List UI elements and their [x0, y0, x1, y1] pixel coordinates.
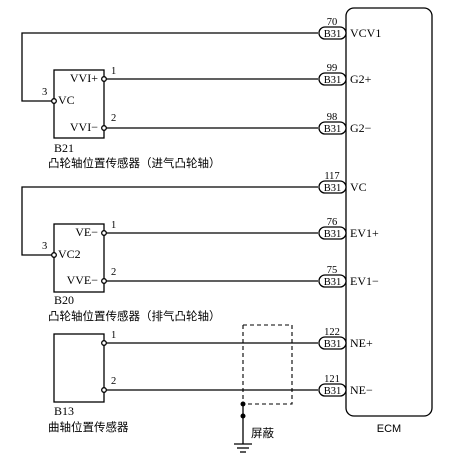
b20-terminal-2-dot	[101, 278, 107, 284]
ecm-pin-ne-plus: 122 B31 NE+	[318, 327, 373, 350]
ecm-pin-vc: 117 B31 VC	[318, 171, 367, 194]
b21-id: B21	[54, 141, 74, 155]
b20-terminal-1-dot	[101, 230, 107, 236]
ecm-pin-ev1-minus: 75 B31 EV1−	[318, 265, 379, 288]
connector-label: B31	[324, 29, 342, 40]
pin-name: NE−	[350, 383, 373, 397]
b21-pin-2: 2	[111, 113, 116, 124]
connector-oval	[318, 26, 347, 40]
connector-oval	[318, 226, 347, 240]
pin-name: VCV1	[350, 26, 381, 40]
ecm-pin-ne-minus: 121 B31 NE−	[318, 374, 373, 397]
b13-terminal-1-dot	[101, 340, 107, 346]
b20-pin-1: 1	[111, 220, 116, 231]
b13-description: 曲轴位置传感器	[48, 420, 129, 434]
b21-terminal-3-name: VC	[58, 93, 75, 107]
pin-name: G2+	[350, 72, 372, 86]
b20-id: B20	[54, 293, 74, 307]
b13-id: B13	[54, 404, 74, 418]
b21-description: 凸轮轴位置传感器（进气凸轮轴）	[48, 156, 221, 170]
shield-outline	[242, 324, 293, 405]
ecm-pin-vcv1: 70 B31 VCV1	[318, 17, 381, 40]
pin-number: 121	[324, 374, 340, 385]
connector-label: B31	[324, 229, 342, 240]
pin-number: 75	[327, 265, 338, 276]
pin-name: EV1−	[350, 274, 379, 288]
connector-oval	[318, 72, 347, 86]
connector-label: B31	[324, 386, 342, 397]
b13-pin-2: 2	[111, 376, 116, 387]
ecm-pin-g2-minus: 98 B31 G2−	[318, 112, 372, 135]
pin-number: 70	[327, 17, 338, 28]
wire-b21-vc-to-vcv1	[21, 32, 318, 102]
b20-pin-2: 2	[111, 267, 116, 278]
b20-description: 凸轮轴位置传感器（排气凸轮轴）	[48, 309, 221, 323]
pin-number: 76	[327, 217, 338, 228]
pin-name: VC	[350, 180, 367, 194]
b20-pin-3: 3	[42, 241, 47, 252]
connector-oval	[318, 274, 347, 288]
pin-name: EV1+	[350, 226, 379, 240]
pin-name: G2−	[350, 121, 372, 135]
b21-pin-1: 1	[111, 66, 116, 77]
pin-name: NE+	[350, 336, 373, 350]
b21-terminal-2-dot	[101, 125, 107, 131]
sensor-b21-box	[53, 69, 105, 139]
sensor-b13-box	[53, 333, 105, 403]
connector-label: B31	[324, 183, 342, 194]
b13-terminal-2-dot	[101, 387, 107, 393]
connector-oval	[318, 180, 347, 194]
b20-terminal-3-name: VC2	[58, 247, 81, 261]
ecm-pin-ev1-plus: 76 B31 EV1+	[318, 217, 379, 240]
b21-terminal-3-dot	[51, 98, 57, 104]
connector-label: B31	[324, 75, 342, 86]
connector-oval	[318, 383, 347, 397]
sensor-b20-box	[53, 223, 105, 293]
b21-terminal-2-name: VVI−	[70, 120, 98, 134]
pin-number: 117	[324, 171, 339, 182]
connector-label: B31	[324, 277, 342, 288]
b20-terminal-1-name: VE−	[75, 225, 98, 239]
b21-pin-3: 3	[42, 87, 47, 98]
shield-label: 屏蔽	[251, 426, 274, 440]
pin-number: 122	[324, 327, 340, 338]
b21-terminal-1-name: VVI+	[70, 71, 98, 85]
connector-oval	[318, 121, 347, 135]
connector-label: B31	[324, 339, 342, 350]
connector-label: B31	[324, 124, 342, 135]
ecm-box	[345, 7, 433, 417]
connector-oval	[318, 336, 347, 350]
b20-terminal-2-name: VVE−	[67, 273, 99, 287]
wire-b20-vc2-to-vc	[21, 186, 318, 256]
pin-number: 99	[327, 63, 338, 74]
ecm-label: ECM	[377, 423, 401, 435]
b20-terminal-3-dot	[51, 252, 57, 258]
b21-terminal-1-dot	[101, 76, 107, 82]
ecm-pin-g2-plus: 99 B31 G2+	[318, 63, 372, 86]
pin-number: 98	[327, 112, 338, 123]
b13-pin-1: 1	[111, 330, 116, 341]
